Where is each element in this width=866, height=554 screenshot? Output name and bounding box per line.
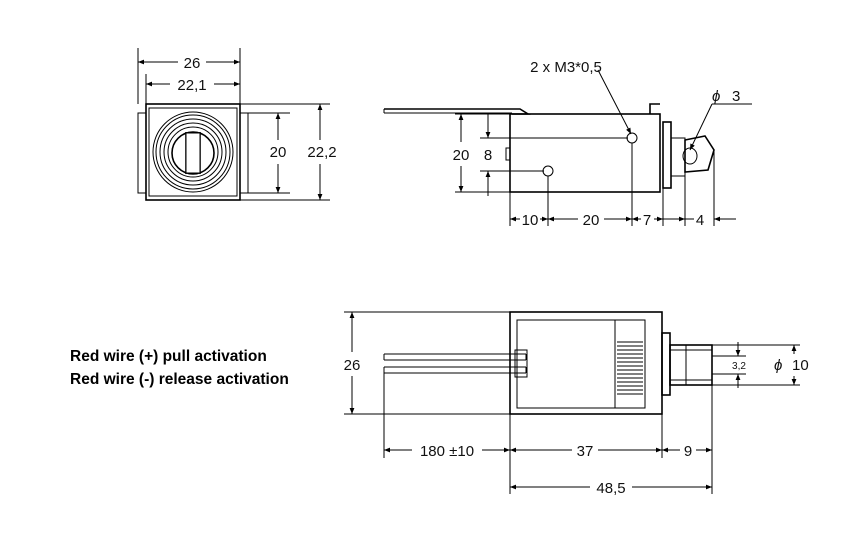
side-nub bbox=[505, 147, 511, 161]
dim-8: 8 bbox=[484, 147, 492, 164]
front-left-flange bbox=[137, 112, 147, 194]
leader-line bbox=[689, 103, 713, 151]
dim-26-bottom: 26 bbox=[344, 357, 361, 374]
coil-hatching bbox=[617, 341, 643, 395]
dim-thread: 2 x M3*0,5 bbox=[530, 59, 602, 76]
bottom-flange bbox=[661, 332, 671, 396]
plunger-tip bbox=[684, 135, 715, 173]
dim-9: 9 bbox=[684, 443, 692, 460]
dim-phi-symbol-bottom: ϕ bbox=[774, 357, 782, 374]
bottom-plunger bbox=[669, 344, 713, 386]
dim-22-1: 22,1 bbox=[177, 77, 206, 94]
dim-22-2: 22,2 bbox=[307, 144, 336, 161]
front-right-flange bbox=[239, 112, 249, 194]
dim-20-side: 20 bbox=[453, 147, 470, 164]
leader-line bbox=[597, 69, 632, 135]
front-view: 26 22,1 20 22,2 bbox=[137, 48, 337, 201]
lead-wires bbox=[383, 349, 528, 378]
dim-26-top: 26 bbox=[184, 55, 201, 72]
dim-4: 4 bbox=[696, 212, 704, 229]
dim-3-2: 3,2 bbox=[732, 361, 746, 372]
note-pull-activation: Red wire (+) pull activation bbox=[70, 348, 267, 365]
plunger-face bbox=[171, 131, 215, 175]
dim-7: 7 bbox=[643, 212, 651, 229]
coil-winding bbox=[152, 111, 234, 193]
side-view: 2 x M3*0,5 ϕ 3 20 8 10 20 7 bbox=[383, 59, 752, 229]
bottom-inner-frame bbox=[516, 319, 616, 409]
dim-10: 10 bbox=[522, 212, 539, 229]
bottom-body-outline bbox=[509, 311, 663, 415]
front-inner-frame bbox=[148, 107, 238, 197]
dim-48-5: 48,5 bbox=[596, 480, 625, 497]
dim-phi-10: 10 bbox=[792, 357, 809, 374]
side-flange bbox=[662, 121, 672, 189]
dim-phi-symbol: ϕ bbox=[712, 88, 720, 105]
dim-20-front: 20 bbox=[270, 144, 287, 161]
dim-20-horizontal: 20 bbox=[583, 212, 600, 229]
dim-phi-3: 3 bbox=[732, 88, 740, 105]
note-release-activation: Red wire (-) release activation bbox=[70, 371, 289, 388]
plunger-slot-fill bbox=[185, 132, 201, 174]
screw-hole-2 bbox=[542, 165, 554, 177]
coil-block bbox=[614, 319, 646, 409]
side-body bbox=[509, 113, 661, 193]
bottom-view: 26 3,2 ϕ 10 180 ±10 37 9 48,5 bbox=[344, 311, 809, 497]
dim-180: 180 ±10 bbox=[420, 443, 474, 460]
dim-37: 37 bbox=[577, 443, 594, 460]
side-end-plate bbox=[649, 103, 660, 114]
screw-hole-1 bbox=[626, 132, 638, 144]
